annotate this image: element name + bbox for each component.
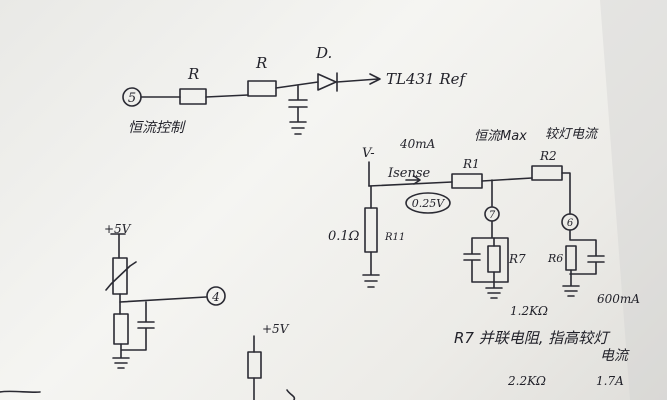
paper-shadow [600,0,667,400]
r2-label: R2 [539,149,557,163]
voltage-label: 0.25V [412,197,445,210]
r7-network [463,220,509,283]
resistor-top-2 [247,80,277,97]
resistor-r6 [565,245,577,271]
node-5-label: 5 [128,91,136,106]
note-r7-desc-2: 电流 [600,348,630,364]
note-current-1: 600mA [597,292,640,306]
r1-label: R1 [462,157,480,171]
resistor-r7 [487,245,501,273]
bias-supply [110,233,126,259]
diode-top [317,73,337,91]
resistor-top-1-label: R [187,65,199,83]
bias-resistor [113,313,129,345]
wire-top-2 [205,94,249,98]
bottom-resistor [247,351,262,379]
arrow-out [336,73,381,85]
voltage-ellipse [405,192,451,214]
edge-scribble [0,390,41,394]
current-40ma: 40mA [399,137,436,151]
v-minus-label: V- [362,146,375,161]
resistor-top-2-label: R [255,54,267,72]
r6-label: R6 [547,252,563,265]
notes: 1.2KΩ 600mA R7 并联电阻, 指高较灯 电流 2.2KΩ 1.7A [454,292,640,388]
capacitor-top [288,85,308,135]
r6-network [569,229,605,275]
bias-wire [119,293,207,303]
low-current-label: 较灯电流 [545,127,599,142]
r11-label: R11 [384,232,405,243]
node-7-label: 7 [489,210,496,221]
node-4-circle [206,286,226,306]
node-4-label: 4 [211,290,220,304]
sense-circuit: V- 40mA Isense 0.25V 0.1Ω R11 R1 恒流Max R… [328,127,605,299]
bottom-5v-label: +5V [262,322,290,336]
top-circuit: 5 R R D. TL431 Ref 恒流控制 [122,44,468,136]
const-max-label: 恒流Max [474,129,527,144]
r11-wires [362,185,380,288]
note-current-2: 1.7A [596,374,624,388]
resistor-top-1 [179,88,207,105]
r7-ground [485,237,503,299]
wire-r1-r2 [481,177,533,182]
top-caption: 恒流控制 [128,120,186,136]
note-r1-value-2: 2.2KΩ [507,374,546,388]
r6-ground [562,269,580,297]
resistor-r1 [451,173,483,189]
output-label: TL431 Ref [386,70,468,88]
isense-arrow [405,175,421,185]
r11-value: 0.1Ω [328,229,360,244]
diode-label: D. [315,44,332,62]
resistor-r2 [531,165,563,181]
bias-cap-ground [112,301,155,369]
bias-circuit: +5V 4 [104,222,226,369]
bias-5v-label: +5V [104,222,132,236]
note-r7-desc: R7 并联电阻, 指高较灯 [454,329,611,347]
bottom-lead [253,377,296,400]
isense-label: Isense [387,166,431,181]
r7-label: R7 [508,252,526,266]
note-r1-value-1: 1.2KΩ [510,304,548,318]
bottom-fragment: +5V [0,322,296,400]
node-6-label: 6 [567,218,574,229]
thermistor-slash [105,261,137,291]
wire-sense [368,181,453,187]
wire-r2-down [561,172,571,215]
wire-top-3 [275,81,319,89]
resistor-r11 [364,207,378,253]
